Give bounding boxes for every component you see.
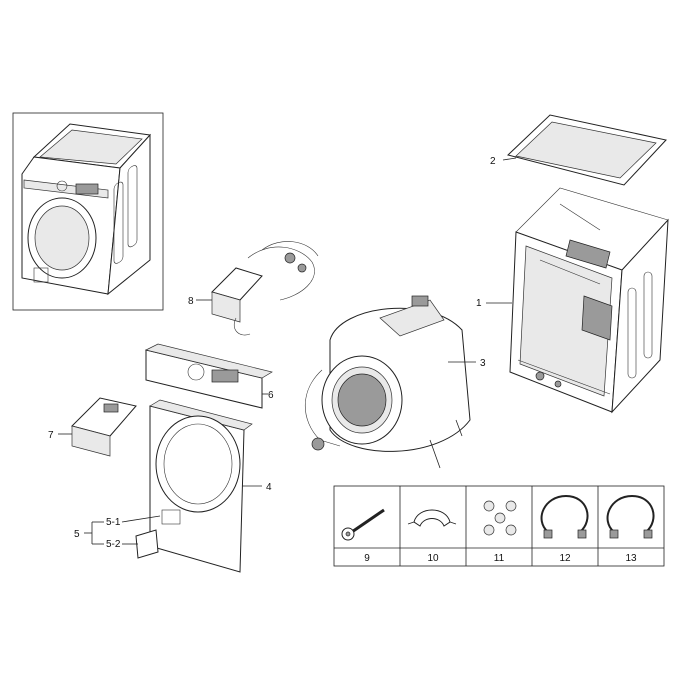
label-part-5-1: 5-1 bbox=[106, 517, 121, 528]
front-panel-door-opening bbox=[155, 415, 241, 513]
label-part-1: 1 bbox=[476, 298, 482, 309]
label-part-5-2: 5-2 bbox=[106, 539, 121, 550]
overview-dial-icon bbox=[56, 180, 68, 192]
item-13-label: 13 bbox=[625, 553, 637, 564]
control-display-icon bbox=[211, 369, 239, 383]
part-4-front-panel bbox=[149, 399, 262, 573]
item-13-hose-icon bbox=[606, 494, 655, 539]
item-10-label: 10 bbox=[427, 553, 439, 564]
harness-wire bbox=[247, 246, 315, 301]
item-9-label: 9 bbox=[364, 553, 370, 564]
item-12-label: 12 bbox=[559, 553, 571, 564]
label-part-3: 3 bbox=[480, 358, 486, 369]
part-6-control-panel bbox=[144, 343, 273, 409]
control-dial-icon bbox=[187, 363, 205, 381]
assembled-washer-overview bbox=[12, 112, 164, 311]
accessory-table-frame bbox=[333, 485, 665, 567]
overview-display-icon bbox=[75, 183, 99, 195]
part-5-callout bbox=[84, 515, 161, 559]
label-part-6: 6 bbox=[268, 390, 274, 401]
part-8-harness bbox=[196, 241, 319, 336]
label-part-7: 7 bbox=[48, 430, 54, 441]
label-part-8: 8 bbox=[188, 296, 194, 307]
item-10-hose-bracket-icon bbox=[407, 509, 457, 527]
accessory-table: 9 10 11 12 13 bbox=[333, 485, 665, 567]
filter-cover-slot bbox=[161, 509, 181, 525]
part-7-detergent-drawer bbox=[58, 397, 137, 457]
label-part-2: 2 bbox=[490, 156, 496, 167]
part-1-cabinet bbox=[486, 187, 669, 414]
overview-frame bbox=[12, 112, 164, 311]
part-5-2-filter-cap bbox=[135, 529, 159, 559]
shock-absorber bbox=[429, 439, 441, 469]
label-part-5: 5 bbox=[74, 529, 80, 540]
overview-side bbox=[107, 133, 151, 296]
overview-door-glass bbox=[34, 205, 90, 271]
label-part-4: 4 bbox=[266, 482, 272, 493]
item-11-caps-icon bbox=[483, 500, 517, 536]
item-11-label: 11 bbox=[494, 553, 505, 564]
part-3-tub-assembly bbox=[304, 295, 476, 469]
part-2-top-cover bbox=[502, 114, 667, 186]
cabinet-side bbox=[611, 218, 669, 414]
item-9-spanner-icon bbox=[341, 508, 385, 541]
item-12-hose-icon bbox=[540, 494, 589, 539]
